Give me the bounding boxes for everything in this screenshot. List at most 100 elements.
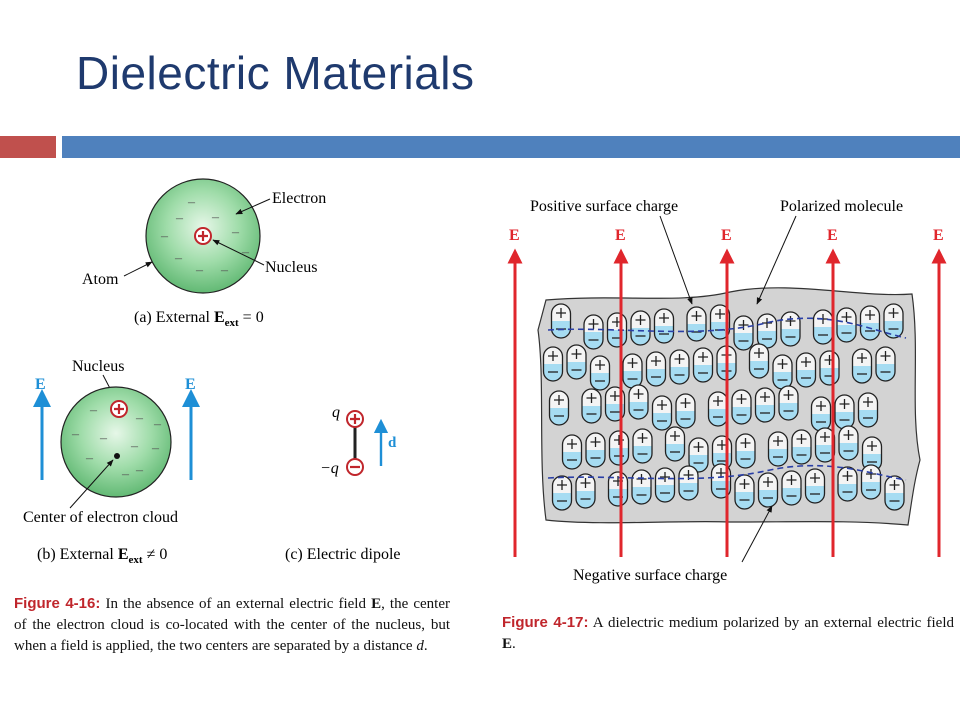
leader-positive-surface (659, 215, 693, 305)
svg-text:–: – (160, 229, 169, 244)
molecule (628, 384, 649, 420)
molecule (630, 310, 651, 346)
figure-4-17-caption: Figure 4-17: A dielectric medium polariz… (502, 614, 954, 652)
label-q-neg: −q (320, 460, 339, 477)
label-negative-surface: Negative surface charge (573, 567, 727, 584)
molecule (735, 433, 756, 469)
svg-text:–: – (121, 467, 130, 482)
molecule (707, 391, 729, 427)
svg-text:–: – (220, 263, 229, 278)
molecule (669, 349, 690, 385)
molecule (675, 393, 696, 429)
label-E-field-5: E (933, 227, 944, 244)
molecule (860, 464, 882, 500)
molecule (814, 427, 836, 463)
molecule (781, 470, 802, 506)
molecule (632, 428, 653, 464)
svg-text:–: – (151, 441, 160, 456)
molecule (688, 437, 709, 473)
molecule (819, 350, 840, 386)
molecule (812, 309, 834, 345)
molecule (734, 474, 755, 510)
molecule (654, 467, 676, 503)
nucleus-icon (110, 400, 128, 418)
molecule (756, 313, 778, 349)
figure-4-16-caption: Figure 4-16: In the absence of an extern… (14, 595, 450, 654)
molecule (651, 395, 673, 431)
svg-text:–: – (211, 210, 220, 225)
label-polarized-molecule: Polarized molecule (780, 198, 903, 215)
svg-text:–: – (135, 411, 144, 426)
label-E-b-left: E (35, 376, 46, 393)
molecule (575, 473, 596, 509)
molecule (851, 348, 873, 384)
svg-text:–: – (99, 431, 108, 446)
molecule (585, 432, 606, 468)
molecule (791, 429, 812, 465)
svg-text:–: – (71, 427, 80, 442)
label-atom: Atom (82, 271, 119, 288)
molecule (653, 308, 675, 344)
molecule (589, 355, 611, 391)
molecule (731, 389, 752, 425)
svg-text:–: – (187, 195, 196, 210)
electric-dipole (346, 410, 364, 476)
molecule (631, 469, 652, 505)
svg-text:–: – (130, 439, 139, 454)
molecule (583, 314, 604, 350)
molecule (810, 396, 832, 432)
molecule (566, 344, 587, 380)
leader-nucleus-a (212, 239, 265, 266)
caption-b: (b) External Eext ≠ 0 (37, 546, 167, 566)
svg-text:–: – (135, 463, 144, 478)
molecule (834, 394, 855, 430)
svg-text:–: – (231, 225, 240, 240)
molecule (608, 430, 630, 466)
negative-surface-dashed-line (547, 464, 907, 481)
leader-negative-surface (741, 505, 773, 563)
molecule (748, 343, 770, 379)
svg-text:–: – (89, 403, 98, 418)
molecule (772, 354, 793, 390)
accent-bar-red (0, 136, 56, 158)
svg-text:–: – (175, 211, 184, 226)
electron-minus-signs: ––– ––– ––– – (71, 403, 162, 482)
molecule (551, 475, 573, 511)
polarized-molecules (542, 303, 905, 511)
molecule (733, 315, 754, 351)
molecule (550, 303, 572, 339)
caption-c: (c) Electric dipole (285, 546, 401, 563)
accent-bar-blue (62, 136, 960, 158)
leader-polarized-molecule (756, 215, 797, 305)
molecule (561, 434, 583, 470)
molecule (778, 385, 799, 421)
molecule (607, 471, 629, 507)
electron-minus-signs: ––– ––– ––– (160, 195, 250, 278)
molecule (622, 353, 643, 389)
label-E-field-2: E (615, 227, 626, 244)
label-E-field-1: E (509, 227, 520, 244)
molecule (804, 468, 826, 504)
molecule (757, 472, 779, 508)
caption-a: (a) External Eext = 0 (134, 309, 264, 329)
label-E-field-4: E (827, 227, 838, 244)
nucleus-icon (194, 227, 212, 245)
label-positive-surface: Positive surface charge (530, 198, 678, 215)
molecule (542, 346, 564, 382)
molecule (837, 466, 858, 502)
fig16b-atom: ––– ––– ––– – (60, 386, 172, 498)
label-E-field-3: E (721, 227, 732, 244)
label-nucleus-a: Nucleus (265, 259, 317, 276)
svg-text:–: – (195, 263, 204, 278)
svg-text:–: – (85, 451, 94, 466)
svg-text:–: – (241, 245, 250, 260)
label-electron: Electron (272, 190, 326, 207)
molecule (692, 347, 714, 383)
fig16a-atom: ––– ––– ––– (145, 178, 261, 294)
molecule (795, 352, 817, 388)
molecule (664, 426, 686, 462)
molecule (645, 351, 667, 387)
molecule (581, 388, 602, 424)
